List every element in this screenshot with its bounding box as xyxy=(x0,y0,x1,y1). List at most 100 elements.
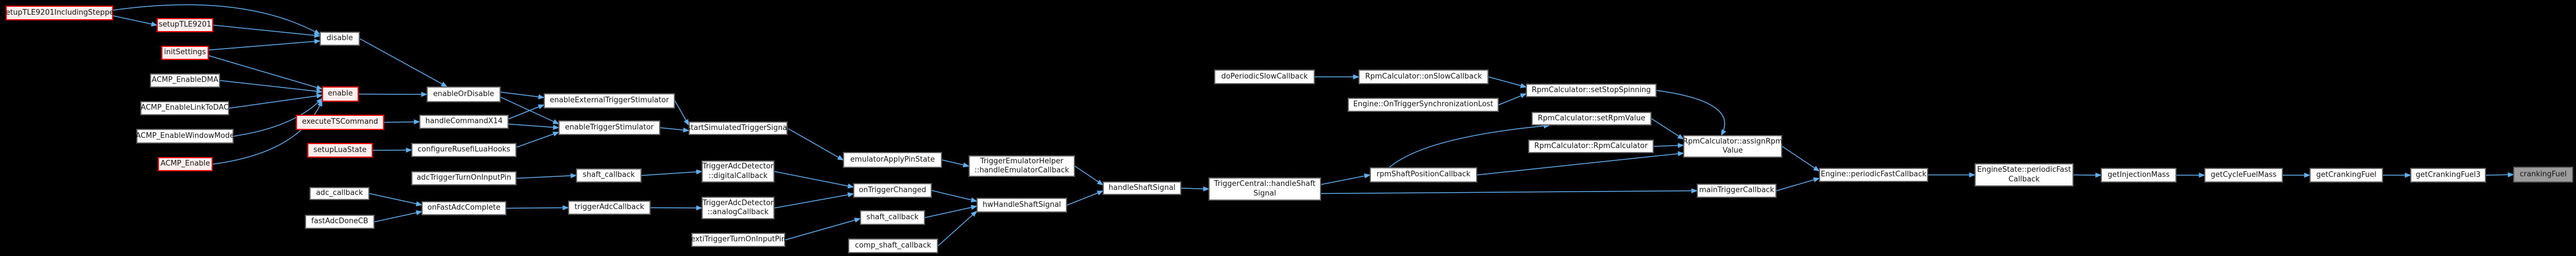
graph-node-getCrankingFuel[interactable]: getCrankingFuel xyxy=(2310,168,2383,183)
edge-rpmShaftPositionCallback-to-RpmCalculator_assignRpmValue xyxy=(1477,151,1684,176)
graph-node-ACMP_Enable[interactable]: ACMP_Enable xyxy=(158,157,213,171)
edge-startSimulatedTriggerSignal-to-emulatorApplyPinState xyxy=(787,128,844,160)
edge-enable-to-enableOrDisable xyxy=(358,92,428,97)
graph-node-shaft_callback_a[interactable]: shaft_callback xyxy=(576,168,642,183)
graph-node-getCycleFuelMass[interactable]: getCycleFuelMass xyxy=(2204,168,2283,183)
graph-node-ACMP_EnableLinkToDAC[interactable]: ACMP_EnableLinkToDAC xyxy=(140,101,229,115)
edge-enableTriggerStimulator-to-startSimulatedTriggerSignal xyxy=(660,127,690,133)
graph-node-fastAdcDoneCB[interactable]: fastAdcDoneCB xyxy=(305,215,375,229)
node-label: TriggerEmulatorHelper ::handleEmulatorCa… xyxy=(974,157,1069,175)
node-label: RpmCalculator::RpmCalculator xyxy=(1534,141,1648,150)
node-label: enable xyxy=(328,89,353,98)
node-label: enableTriggerStimulator xyxy=(565,123,654,132)
edge-RpmCalculator_setRpmValue-to-RpmCalculator_assignRpmValue xyxy=(1651,118,1684,140)
graph-node-RpmCalculator_assignRpmValue[interactable]: RpmCalculator::assignRpm Value xyxy=(1683,135,1783,158)
edge-hwHandleShaftSignal-to-handleShaftSignal xyxy=(1066,190,1104,206)
node-label: comp_shaft_callback xyxy=(855,241,931,250)
node-label: rpmShaftPositionCallback xyxy=(1377,170,1470,179)
node-label: RpmCalculator::onSlowCallback xyxy=(1365,72,1482,81)
graph-node-Engine_periodicFastCallback[interactable]: Engine::periodicFastCallback xyxy=(1819,168,1928,182)
graph-node-Engine_OnTriggerSynchronizationLost[interactable]: Engine::OnTriggerSynchronizationLost xyxy=(1348,98,1499,112)
graph-node-ACMP_EnableDMA[interactable]: ACMP_EnableDMA xyxy=(150,73,220,88)
graph-node-RpmCalculator_RpmCalculator[interactable]: RpmCalculator::RpmCalculator xyxy=(1528,140,1654,153)
node-label: handleCommandX14 xyxy=(425,117,503,126)
graph-node-adcTriggerTurnOnInputPin[interactable]: adcTriggerTurnOnInputPin xyxy=(411,171,517,185)
graph-node-triggerAdcCallback[interactable]: triggerAdcCallback xyxy=(568,201,651,215)
edge-TriggerEmulatorHelper_handleEmulatorCallback-to-handleShaftSignal xyxy=(1074,166,1104,185)
edge-TriggerAdcDetector_digitalCallback-to-onTriggerChanged xyxy=(774,171,854,189)
graph-node-executeTSCommand[interactable]: executeTSCommand xyxy=(296,115,384,130)
edge-adc_callback-to-onFastAdcComplete xyxy=(369,193,423,206)
edge-handleCommandX14-to-enableTriggerStimulator xyxy=(508,123,560,130)
graph-node-EngineState_periodicFastCallback[interactable]: EngineState::periodicFast Callback xyxy=(1975,163,2074,186)
graph-node-RpmCalculator_setStopSpinning[interactable]: RpmCalculator::setStopSpinning xyxy=(1526,84,1657,97)
node-label: crankingFuel xyxy=(2519,170,2567,179)
graph-node-shaft_callback_b[interactable]: shaft_callback xyxy=(860,210,925,225)
node-label: RpmCalculator::setRpmValue xyxy=(1537,114,1645,123)
node-label: extiTriggerTurnOnInputPin xyxy=(690,235,786,244)
graph-node-comp_shaft_callback[interactable]: comp_shaft_callback xyxy=(848,238,938,253)
edge-enableExternalTriggerStimulator-to-startSimulatedTriggerSignal xyxy=(674,101,689,126)
edge-rpmShaftPositionCallback-to-RpmCalculator_setRpmValue xyxy=(1389,123,1550,168)
graph-node-disable[interactable]: disable xyxy=(320,32,360,46)
graph-node-enableTriggerStimulator[interactable]: enableTriggerStimulator xyxy=(558,120,660,135)
graph-node-TriggerCentral_handleShaftSignal[interactable]: TriggerCentral::handleShaft Signal xyxy=(1209,177,1321,201)
graph-node-enableExternalTriggerStimulator[interactable]: enableExternalTriggerStimulator xyxy=(544,93,675,109)
graph-node-TriggerEmulatorHelper_handleEmulatorCallback[interactable]: TriggerEmulatorHelper ::handleEmulatorCa… xyxy=(969,155,1075,177)
edge-setupTLE9201-to-disable xyxy=(213,24,321,38)
edge-setupTLE9201IncludingStepper-to-disable xyxy=(113,4,321,35)
graph-node-handleShaftSignal[interactable]: handleShaftSignal xyxy=(1103,181,1181,195)
edge-ACMP_EnableLinkToDAC-to-enable xyxy=(229,93,323,109)
edge-setupTLE9201IncludingStepper-to-setupTLE9201 xyxy=(113,15,158,27)
node-label: setupTLE9201IncludingStepper xyxy=(2,8,117,17)
graph-node-initSettings[interactable]: initSettings xyxy=(161,46,209,60)
graph-node-configureRusefiLuaHooks[interactable]: configureRusefiLuaHooks xyxy=(411,143,517,157)
graph-node-onFastAdcComplete[interactable]: onFastAdcComplete xyxy=(422,201,506,215)
edge-RpmCalculator_assignRpmValue-to-Engine_periodicFastCallback xyxy=(1782,146,1820,172)
node-label: mainTriggerCallback xyxy=(1699,186,1774,195)
graph-node-adc_callback[interactable]: adc_callback xyxy=(309,187,369,200)
graph-node-emulatorApplyPinState[interactable]: emulatorApplyPinState xyxy=(843,152,942,168)
node-label: enableOrDisable xyxy=(433,89,494,98)
node-label: executeTSCommand xyxy=(302,118,379,127)
graph-node-setupTLE9201IncludingStepper[interactable]: setupTLE9201IncludingStepper xyxy=(2,6,117,20)
edge-configureRusefiLuaHooks-to-enableTriggerStimulator xyxy=(516,131,560,148)
graph-node-setupTLE9201[interactable]: setupTLE9201 xyxy=(157,18,213,32)
graph-node-rpmShaftPositionCallback[interactable]: rpmShaftPositionCallback xyxy=(1370,167,1477,183)
graph-node-hwHandleShaftSignal[interactable]: hwHandleShaftSignal xyxy=(977,198,1067,212)
graph-node-TriggerAdcDetector_analogCallback[interactable]: TriggerAdcDetector ::analogCallback xyxy=(702,197,775,219)
node-label: ACMP_EnableLinkToDAC xyxy=(140,103,229,112)
node-label: adc_callback xyxy=(316,189,363,198)
edge-setupLuaState-to-configureRusefiLuaHooks xyxy=(372,147,412,153)
edge-EngineState_periodicFastCallback-to-getInjectionMass xyxy=(2073,172,2102,178)
graph-node-mainTriggerCallback[interactable]: mainTriggerCallback xyxy=(1697,184,1777,198)
node-label: getCrankingFuel3 xyxy=(2415,170,2481,179)
graph-node-RpmCalculator_setRpmValue[interactable]: RpmCalculator::setRpmValue xyxy=(1532,112,1652,125)
graph-node-extiTriggerTurnOnInputPin[interactable]: extiTriggerTurnOnInputPin xyxy=(690,233,786,247)
graph-node-enable[interactable]: enable xyxy=(322,86,359,102)
node-label: ACMP_Enable xyxy=(160,159,210,168)
graph-node-startSimulatedTriggerSignal[interactable]: startSimulatedTriggerSignal xyxy=(687,122,789,135)
edge-disable-to-enableOrDisable xyxy=(359,38,448,87)
node-label: shaft_callback xyxy=(582,171,635,180)
graph-node-enableOrDisable[interactable]: enableOrDisable xyxy=(427,86,501,102)
node-label: onTriggerChanged xyxy=(858,185,927,194)
edge-extiTriggerTurnOnInputPin-to-shaft_callback_b xyxy=(785,218,861,241)
edge-shaft_callback_a-to-TriggerAdcDetector_digitalCallback xyxy=(641,169,703,176)
graph-node-RpmCalculator_onSlowCallback[interactable]: RpmCalculator::onSlowCallback xyxy=(1358,70,1489,84)
node-label: RpmCalculator::setStopSpinning xyxy=(1532,85,1651,94)
graph-node-handleCommandX14[interactable]: handleCommandX14 xyxy=(419,115,509,129)
edge-onFastAdcComplete-to-triggerAdcCallback xyxy=(506,205,569,211)
graph-node-ACMP_EnableWindowMode[interactable]: ACMP_EnableWindowMode xyxy=(136,129,234,144)
node-label: Engine::OnTriggerSynchronizationLost xyxy=(1353,100,1494,109)
graph-node-setupLuaState[interactable]: setupLuaState xyxy=(307,143,373,158)
edge-RpmCalculator_setStopSpinning-to-RpmCalculator_assignRpmValue xyxy=(1656,90,1727,136)
graph-node-onTriggerChanged[interactable]: onTriggerChanged xyxy=(853,183,932,198)
graph-node-getInjectionMass[interactable]: getInjectionMass xyxy=(2101,168,2177,183)
graph-node-doPeriodicSlowCallback[interactable]: doPeriodicSlowCallback xyxy=(1214,70,1315,84)
edge-handleShaftSignal-to-TriggerCentral_handleShaftSignal xyxy=(1181,186,1210,192)
node-label: TriggerAdcDetector ::analogCallback xyxy=(702,198,774,216)
edge-shaft_callback_b-to-hwHandleShaftSignal xyxy=(924,205,978,218)
graph-node-TriggerAdcDetector_digitalCallback[interactable]: TriggerAdcDetector ::digitalCallback xyxy=(702,160,775,183)
graph-node-getCrankingFuel3[interactable]: getCrankingFuel3 xyxy=(2410,168,2486,183)
